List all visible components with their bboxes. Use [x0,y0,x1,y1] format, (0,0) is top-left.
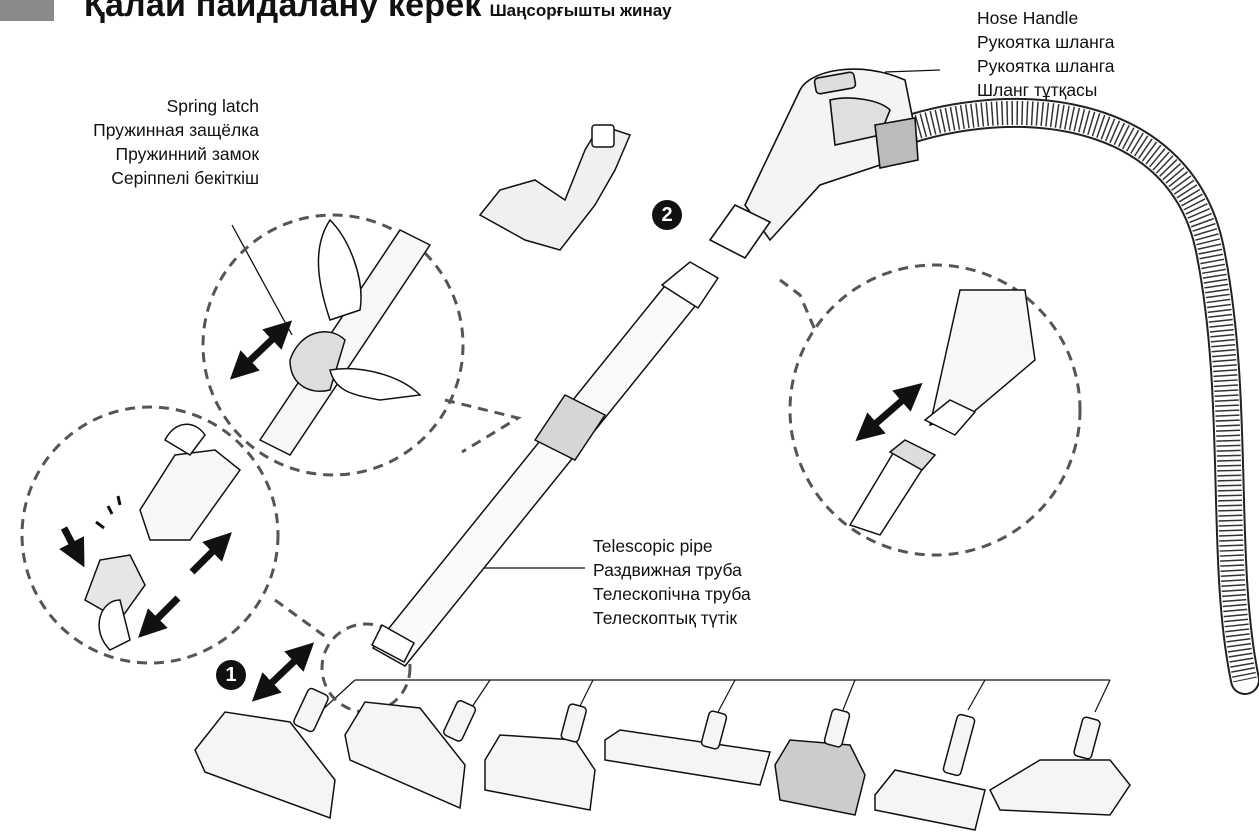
click-marks [95,495,122,530]
nozzle-row [194,687,1131,831]
single-arrows [59,526,232,638]
title-main: Қалай пайдалану керек [84,0,482,24]
arrow-remove [138,595,181,638]
zoom-accessory-fit [20,405,280,665]
spring-latch-detail [258,218,432,456]
label-spring-latch: Spring latch Пружинная защёлка Пружинний… [93,96,259,188]
hose-handle [708,68,919,260]
crevice-tool [478,124,632,251]
arrow-step-1 [251,642,315,702]
nozzle-slim [874,713,986,831]
step-1-badge: 1 [216,660,246,690]
nozzle-connector-rail [319,679,1111,713]
accessory-fit-detail [84,423,242,651]
zoom-hose-connect [788,263,1082,557]
label-hose-handle: Hose Handle Рукоятка шланга Рукоятка шла… [977,8,1115,100]
leader-spring-latch [231,224,293,336]
page-title: Қалай пайдалану керек Шаңсорғышты жинау [0,0,672,26]
hose-connect-detail [848,289,1036,536]
zoom-pointer-1 [444,398,522,454]
nozzle-floor-large [194,687,336,820]
zoom-pointer-3 [779,278,817,331]
leader-hose-handle [884,69,941,73]
arrow-spring-latch [229,320,293,380]
nozzle-parquet [604,710,771,786]
nozzle-floor [344,700,477,810]
zoom-pointer-2 [274,598,331,642]
title-subtitle: Шаңсорғышты жинау [489,1,672,20]
arrow-press [59,526,85,568]
step-2-badge: 2 [652,200,682,230]
nozzle-turbo [484,703,596,811]
hose [865,98,1259,695]
arrow-hose-connect [855,382,923,442]
zoom-spring-latch [201,213,465,477]
telescopic-pipe [371,261,720,667]
nozzle-mini-turbo [774,708,866,816]
label-telescopic-pipe: Telescopic pipe Раздвижная труба Телеско… [593,536,751,628]
motion-arrows [229,320,923,702]
nozzle-pet [989,716,1131,816]
arrow-insert [189,532,232,575]
section-marker [0,0,54,21]
